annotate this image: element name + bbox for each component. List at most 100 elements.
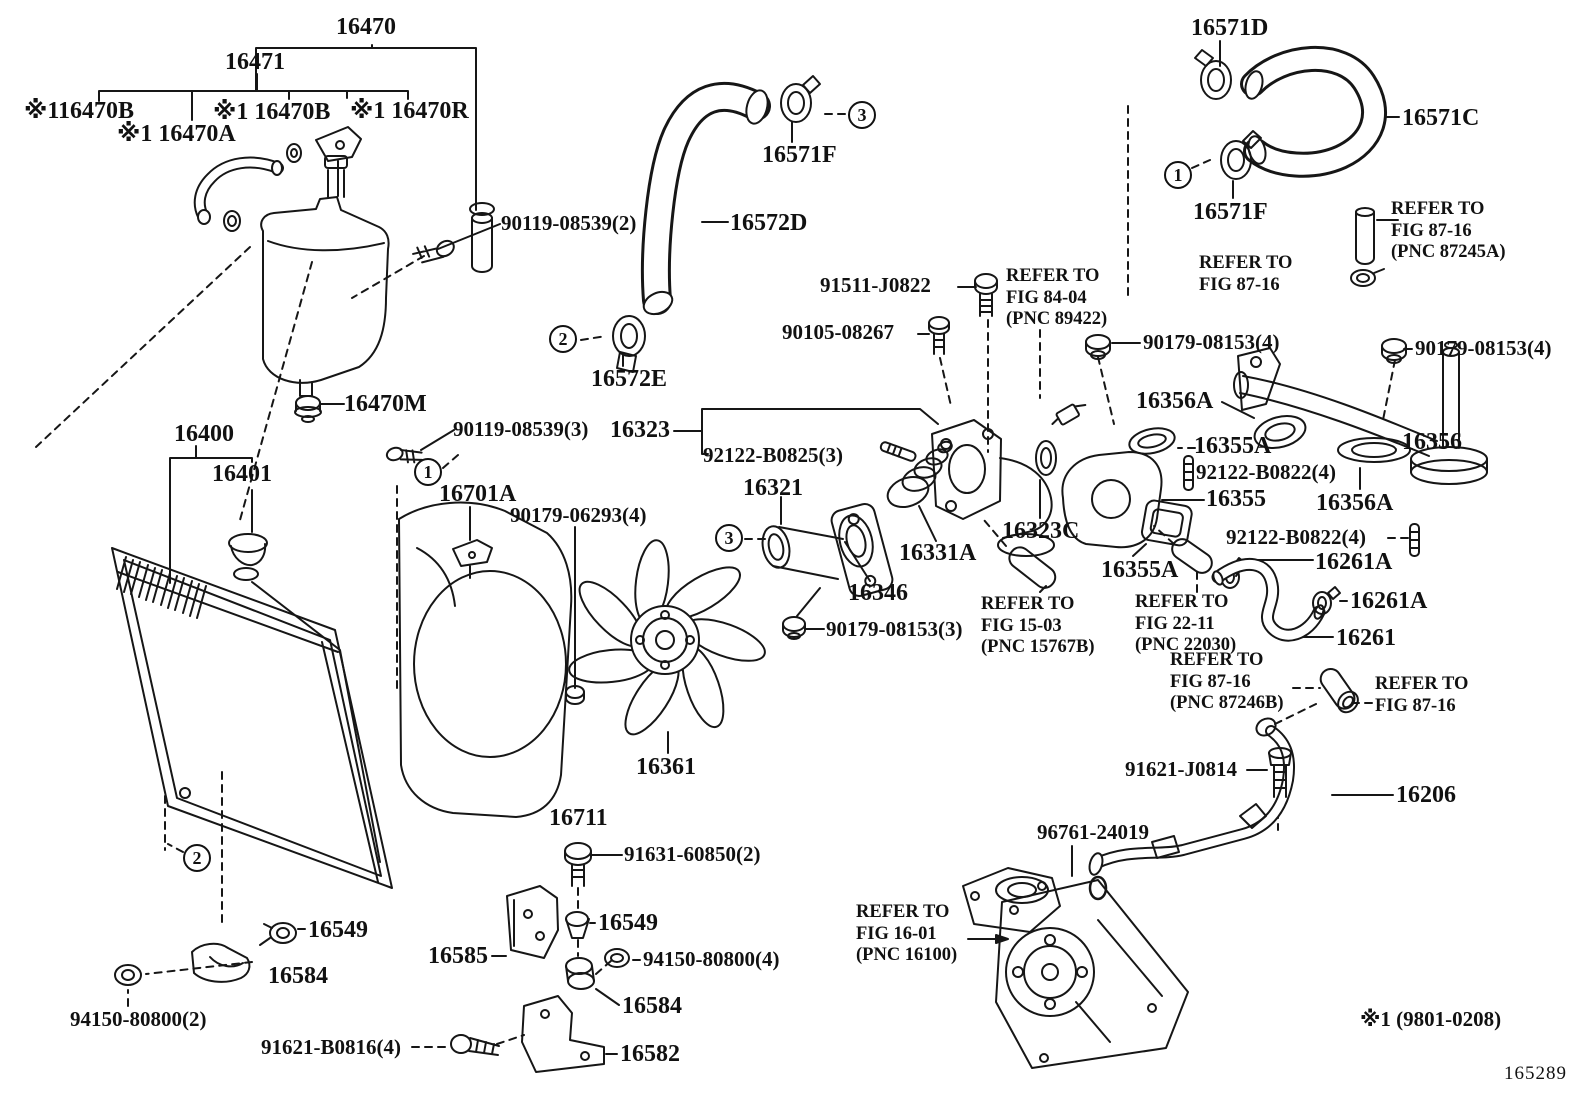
- water-inlet-16321: [761, 503, 894, 597]
- leader-lines: [98, 40, 1413, 1055]
- ref-fig-16-01: REFER TO FIG 16-01 (PNC 16100): [856, 902, 958, 965]
- label-16356A-left: 16356A: [1136, 388, 1214, 414]
- label-16261A-lower: 16261A: [1350, 588, 1428, 614]
- gasket-16355A-lower: [1140, 499, 1193, 547]
- shroud-opening: [413, 570, 567, 758]
- pipe-stub-22-11: [1171, 538, 1213, 574]
- clamp-16571D: [1194, 49, 1232, 100]
- heater-pipe-stub: [1355, 207, 1375, 265]
- pipe-16206: [1088, 717, 1295, 901]
- water-outlet-right: [782, 334, 1488, 640]
- bypass-hoses: [1008, 538, 1359, 714]
- label-91511-J0822: 91511-J0822: [820, 273, 931, 297]
- clamp-16571F: [780, 75, 821, 123]
- nut-16470M: [294, 395, 322, 423]
- clamp-16571F-right: [1220, 130, 1262, 180]
- callout-3: 3: [848, 101, 876, 129]
- hose-end: [271, 160, 283, 176]
- bolt-91621-B0816: [450, 1034, 500, 1056]
- ref-fig-87-16-pnc87245a: REFER TO FIG 87-16 (PNC 87245A): [1391, 199, 1506, 262]
- nut-90179-left: [1085, 334, 1111, 360]
- label-16572D: 16572D: [730, 210, 808, 236]
- label-16571F-right: 16571F: [1193, 199, 1268, 225]
- label-16711: 16711: [549, 805, 608, 831]
- label-92122-B0822-4-lower: 92122-B0822(4): [1226, 525, 1366, 549]
- label-16549-left: 16549: [308, 917, 368, 943]
- label-90119-08539-2: 90119-08539(2): [501, 211, 637, 235]
- label-16323: 16323: [610, 417, 670, 443]
- arrowhead: [995, 934, 1009, 944]
- label-16261A-upper: 16261A: [1315, 549, 1393, 575]
- label-92122-B0822-4-upper: 92122-B0822(4): [1196, 460, 1336, 484]
- dashed-lines: [35, 105, 1409, 1048]
- nut-90179-right: [1381, 338, 1407, 364]
- label-90179-08153-4-left: 90179-08153(4): [1143, 330, 1280, 354]
- gasket-16356A-left: [1253, 415, 1307, 449]
- ref-fig-15-03: REFER TO FIG 15-03 (PNC 15767B): [981, 594, 1095, 657]
- label-16470B-1: ※116470B: [24, 98, 135, 124]
- label-90179-08153-4-right: 90179-08153(4): [1415, 336, 1552, 360]
- pipe-clamp-end: [1255, 717, 1277, 737]
- callout-1: 1: [414, 458, 442, 486]
- fan-16361: [568, 539, 766, 736]
- bracket-16582: [521, 995, 605, 1073]
- figure-code: 165289: [1504, 1063, 1567, 1084]
- fan-hub: [630, 605, 700, 675]
- label-16261: 16261: [1336, 625, 1396, 651]
- label-16470: 16470: [336, 14, 396, 40]
- label-90119-08539-3: 90119-08539(3): [453, 417, 589, 441]
- mount-hardware: [114, 842, 630, 1073]
- bolt-91631: [564, 842, 592, 887]
- label-16701A: 16701A: [439, 481, 517, 507]
- label-90105-08267: 90105-08267: [782, 320, 894, 344]
- ref-fig-87-16-pnc87246b: REFER TO FIG 87-16 (PNC 87246B): [1170, 650, 1284, 713]
- gasket-16355A-upper: [1128, 427, 1176, 455]
- nut-90179-06293: [565, 685, 585, 705]
- bracket-16585: [506, 885, 559, 959]
- label-91631-60850-2: 91631-60850(2): [624, 842, 761, 866]
- label-16346: 16346: [848, 580, 908, 606]
- tank-cap: [324, 155, 348, 169]
- label-16470B-2: ※1 16470B: [213, 99, 331, 125]
- label-16356: 16356: [1402, 429, 1462, 455]
- nut-90179-08153-3: [782, 616, 806, 640]
- pump-pulley: [1005, 927, 1095, 1017]
- label-16571D: 16571D: [1191, 15, 1269, 41]
- stud-92122-B0822-upper: [1183, 455, 1194, 491]
- clip-16549-left: [259, 922, 297, 946]
- radiator-outline: [111, 547, 393, 889]
- radiator-cap-16401: [228, 533, 268, 567]
- label-16355A-lower: 16355A: [1101, 557, 1179, 583]
- label-90179-06293-4: 90179-06293(4): [510, 503, 647, 527]
- bolt-91621-J0814: [1268, 747, 1292, 798]
- label-94150-80800-4: 94150-80800(4): [643, 947, 780, 971]
- gasket-16346: [838, 514, 874, 568]
- water-outlet-16323: [931, 419, 1055, 557]
- label-90179-08153-3: 90179-08153(3): [826, 617, 963, 641]
- label-92122-B0825-3: 92122-B0825(3): [703, 443, 843, 467]
- oring-96761: [1088, 875, 1108, 901]
- label-16331A: 16331A: [899, 540, 977, 566]
- label-16471: 16471: [225, 49, 285, 75]
- hose-stub-87246B: [1319, 667, 1356, 710]
- sensor-89422: [1051, 403, 1087, 426]
- filler-neck: [233, 567, 259, 581]
- clamp-16572E: [612, 315, 646, 373]
- label-16401: 16401: [212, 461, 272, 487]
- grommet-16584-center: [565, 957, 595, 990]
- filler-tube: [471, 217, 493, 273]
- bolt-91511-J0822: [974, 273, 998, 317]
- label-16585: 16585: [428, 943, 488, 969]
- callout-2: 2: [183, 844, 211, 872]
- reservoir-tank: [193, 126, 495, 423]
- label-16584-left: 16584: [268, 963, 328, 989]
- label-16470M: 16470M: [344, 391, 427, 417]
- clip-16549-center: [565, 911, 590, 939]
- label-16470A: ※1 16470A: [117, 121, 236, 147]
- bolt-90105-08267: [928, 316, 950, 355]
- hose-end: [197, 209, 211, 225]
- ref-fig-87-16-right: REFER TO FIG 87-16: [1375, 674, 1469, 716]
- label-16571C: 16571C: [1402, 105, 1480, 131]
